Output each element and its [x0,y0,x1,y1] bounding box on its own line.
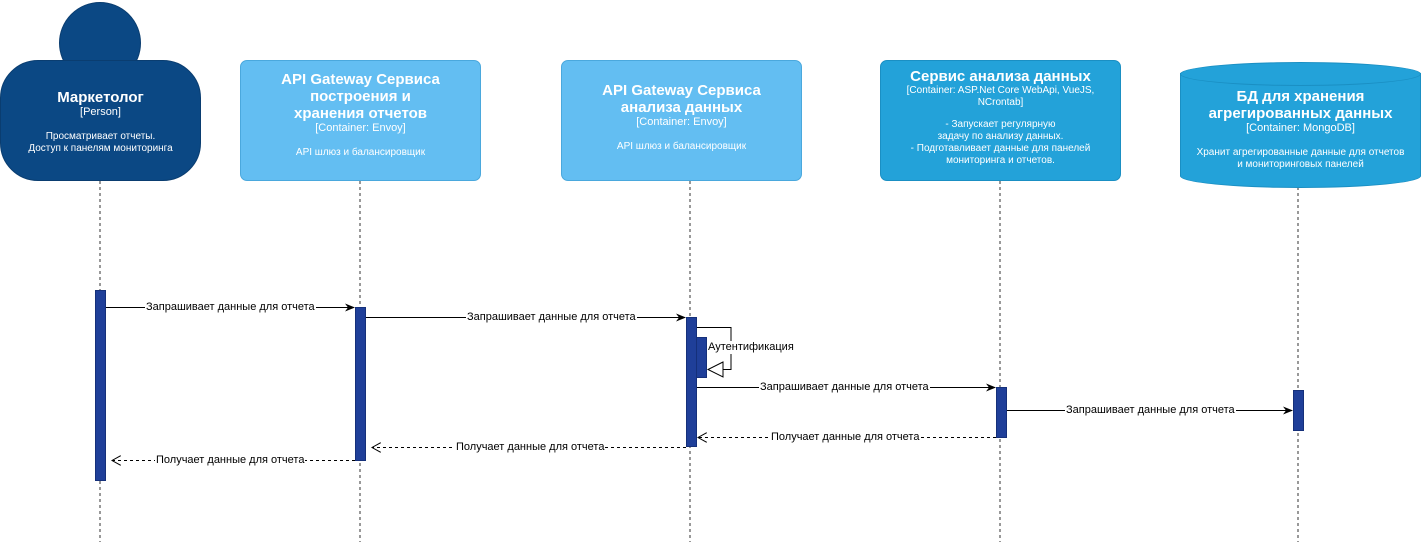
message-label-m2: Запрашивает данные для отчета [466,311,637,324]
marketer-type: [Person] [80,106,121,118]
analysis-gateway-title: API Gateway Сервиса анализа данных [602,82,761,116]
analysis-gateway-description: API шлюз и балансировщик [616,141,747,152]
database-type: [Container: MongoDB] [1246,122,1355,134]
message-label-r3: Получает данные для отчета [155,454,306,467]
activation-report-gateway [355,307,366,461]
database-cylinder-body [1180,73,1421,176]
analysis-service-title: Сервис анализа данных [910,68,1091,85]
activation-database [1293,390,1304,431]
analysis-service-description: - Запускает регулярную задачу по анализу… [910,119,1091,166]
database-cylinder-top [1180,62,1421,86]
participant-analysis-service: Сервис анализа данных [Container: ASP.Ne… [880,60,1121,181]
participant-database: БД для хранения агрегированных данных [C… [1180,88,1421,183]
database-title: БД для хранения агрегированных данных [1208,88,1393,122]
activation-marketer [95,290,106,481]
activations [95,290,1304,481]
marketer-description: Просматривает отчеты. Доступ к панелям м… [28,131,173,154]
activation-auth [696,337,707,378]
analysis-gateway-type: [Container: Envoy] [636,116,727,128]
message-label-m1: Запрашивает данные для отчета [145,301,316,314]
message-label-m5: Запрашивает данные для отчета [1065,404,1236,417]
participant-marketer: Маркетолог [Person] Просматривает отчеты… [0,60,201,181]
arrow-m3-head [706,361,724,378]
report-gateway-description: API шлюз и балансировщик [295,147,426,158]
message-label-r1: Получает данные для отчета [770,431,921,444]
marketer-title: Маркетолог [57,89,144,106]
message-label-r2: Получает данные для отчета [455,441,606,454]
participant-report-gateway: API Gateway Сервиса построения и хранени… [240,60,481,181]
message-label-m3: Аутентификация [707,341,795,354]
activation-analysis-service [996,387,1007,438]
report-gateway-type: [Container: Envoy] [315,122,406,134]
report-gateway-title: API Gateway Сервиса построения и хранени… [281,71,440,122]
database-description: Хранит агрегированные данные для отчетов… [1196,147,1405,170]
analysis-service-type: [Container: ASP.Net Core WebApi, VueJS, … [906,85,1095,108]
participant-analysis-gateway: API Gateway Сервиса анализа данных [Cont… [561,60,802,181]
activation-analysis-gateway [686,317,697,447]
message-label-m4: Запрашивает данные для отчета [759,381,930,394]
